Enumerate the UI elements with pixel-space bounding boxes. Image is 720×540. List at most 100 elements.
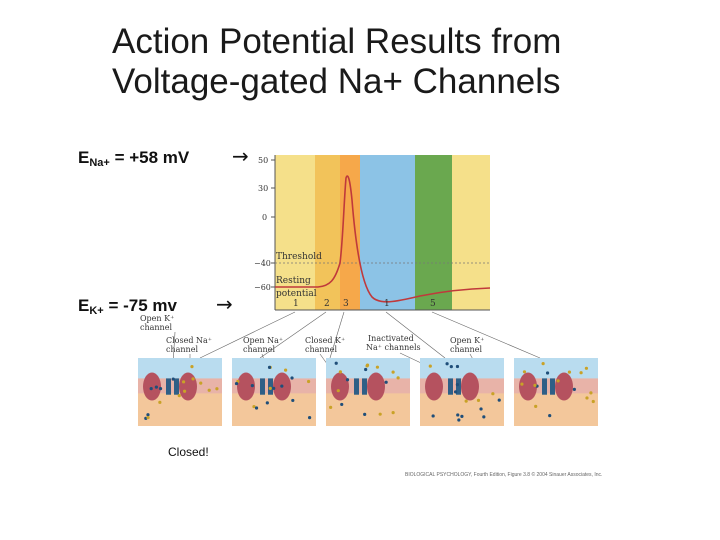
slide-title: Action Potential Results from Voltage-ga… [112,22,672,102]
ion-dot [307,416,312,420]
ion-dot [265,401,269,405]
inactivated-na-channel-label: Na⁺ channels [366,343,421,352]
ek-subscript: K+ [89,305,104,317]
ion-dot [455,364,460,369]
channel-protein [555,372,573,401]
ion-dot [520,382,524,386]
phase-bands [275,155,490,310]
channel-protein [237,372,255,401]
phase-band-resting [275,155,315,310]
y-tick-label: 0 [262,213,267,222]
closed-k-channel-label: Closed K⁺ [305,336,345,345]
ena-subscript: Na+ [89,157,110,169]
closed-k-channel-label: channel [305,345,337,354]
ion-dot [364,367,368,372]
ion-dot [522,370,527,374]
ion-dot [215,387,219,391]
ion-dot [199,381,203,385]
ion-dot [548,414,552,418]
ion-dot [158,400,162,404]
closed-note: Closed! [168,445,209,459]
k-channel-pore [354,378,359,395]
ion-dot [449,365,453,369]
phase-number: 2 [324,299,330,309]
ion-dot [455,383,460,387]
ion-dot [190,364,194,369]
open-na-channel-label: Open Na⁺ [243,336,283,345]
k-channel-pore [448,378,453,395]
ion-dot [290,376,294,380]
ion-dot [391,410,395,415]
channel-protein [367,372,385,401]
ion-dot [284,368,288,372]
closed-na-channel-label: channel [166,345,198,354]
k-channel-pore [174,378,179,395]
ion-dot [338,370,342,374]
closed-na-channel-label: Closed Na⁺ [166,336,212,345]
ion-dot [363,412,367,416]
phase-number: 1 [293,299,299,309]
ion-dot [476,398,481,402]
ion-dot [453,390,458,394]
k-channel-pore [362,378,367,395]
k-channel-pore [268,378,273,395]
resting-label: Resting [276,276,311,286]
y-tick-label: 30 [258,184,268,193]
ion-dot [336,389,340,393]
ion-dot [579,371,583,375]
ion-dot [171,377,175,381]
ion-dot [572,387,576,391]
threshold-label: Threshold [276,252,322,262]
ion-dot [567,370,572,374]
ion-dot [267,365,272,369]
channel-protein [461,372,479,401]
ion-dot [234,381,239,386]
membrane-panel [514,358,598,426]
ion-dot [460,414,464,418]
ion-dot [329,405,333,409]
open-k-channel-label: channel [140,323,172,332]
phase-number: 5 [430,299,436,309]
ion-dot [280,384,284,388]
ena-prefix: E [78,148,90,167]
potassium-equilibrium-label: EK+ = -75 mv [78,296,177,317]
ion-dot [191,377,195,381]
ion-dot [154,385,158,389]
ion-dot [464,399,468,403]
ion-dot [396,376,400,380]
membrane-panel [420,358,504,426]
k-channel-pore [542,378,547,395]
k-channel-pore [550,378,555,395]
ion-dot [146,415,150,420]
channel-protein [179,372,197,401]
ion-dot [431,414,435,418]
title-line-2: Voltage-gated Na+ Channels [112,62,561,101]
ion-dot [584,366,589,370]
ion-dot [384,380,388,384]
ek-value: = -75 mv [103,296,177,315]
resting-potential-label: potential [276,289,317,299]
ion-dot [541,362,545,366]
ion-dot [445,362,449,366]
ion-dot [533,383,537,388]
ion-dot [177,394,181,398]
inactivated-na-channel-label: Inactivated [368,334,414,343]
ion-dot [252,404,256,409]
membrane-panel [138,358,222,426]
y-tick-label: −60 [254,283,271,292]
sodium-equilibrium-label: ENa+ = +58 mV [78,148,189,169]
ion-dot [456,413,460,417]
open-k-channel-label-2: channel [450,345,482,354]
ion-dot [181,380,186,384]
ion-dot [250,384,254,388]
phase-number: 1 [384,299,390,309]
phase-band-undershoot [415,155,452,310]
open-k-channel-label: Open K⁺ [140,314,174,323]
action-potential-trace [275,175,491,303]
right-arrow-icon: → [216,292,233,316]
title-line-1: Action Potential Results from [112,22,562,61]
ion-dot [334,361,338,365]
figure-credit: BIOLOGICAL PSYCHOLOGY, Fourth Edition, F… [405,472,603,478]
y-tick-label: −40 [254,259,271,268]
